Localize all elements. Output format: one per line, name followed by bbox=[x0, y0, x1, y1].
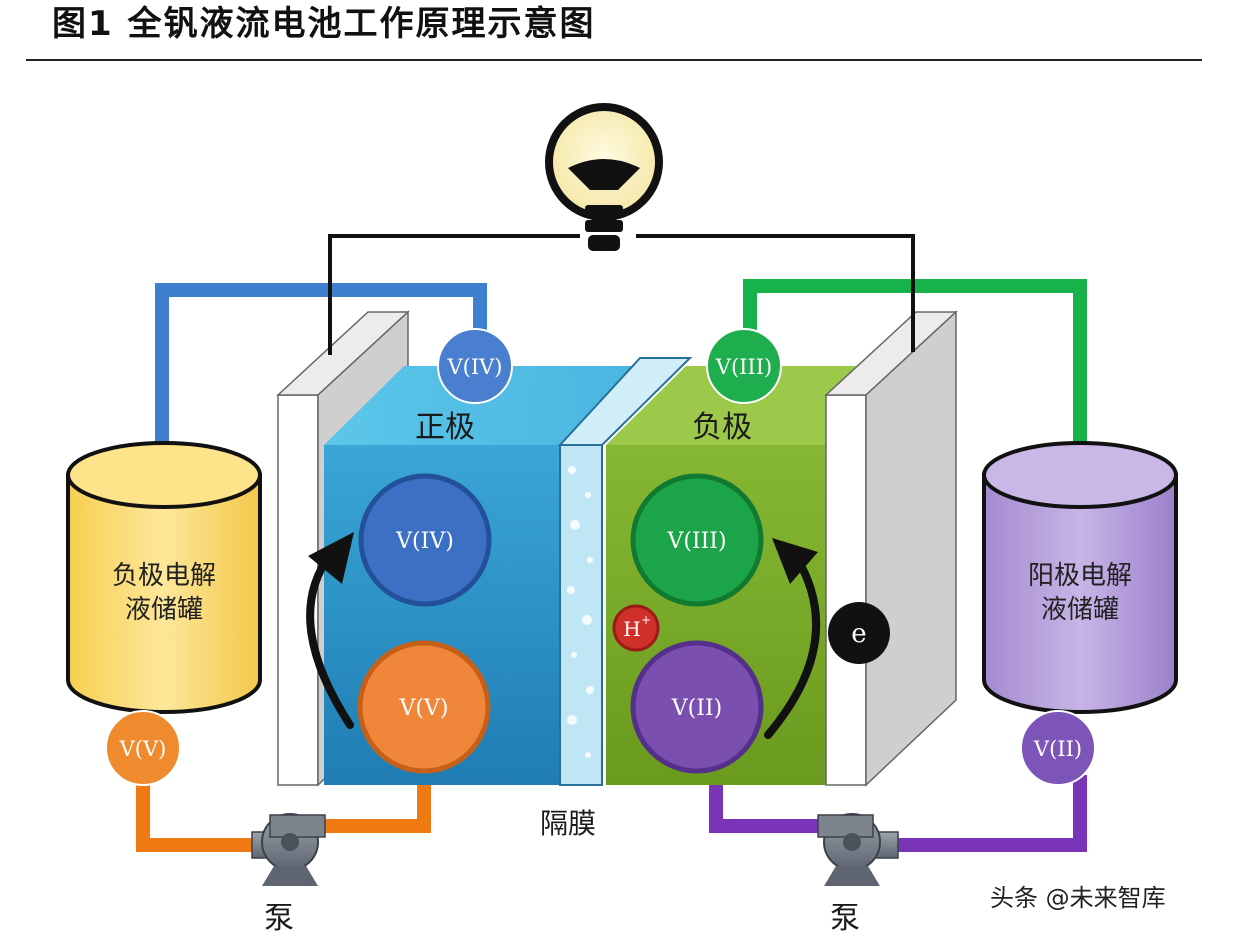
v3-pipe-label: V(III) bbox=[715, 355, 772, 379]
right-tank-label-line2: 液储罐 bbox=[1041, 595, 1119, 625]
v3-cell-label: V(III) bbox=[666, 529, 726, 554]
v4-cell-label: V(IV) bbox=[395, 529, 454, 554]
left-pump-label: 泵 bbox=[264, 901, 294, 936]
v5-pipe-badge bbox=[105, 710, 181, 786]
proton-label: H bbox=[623, 617, 640, 641]
right-pump-icon bbox=[817, 813, 899, 886]
v3-cell-ion bbox=[630, 473, 764, 607]
left-tank-label-line1: 负极电解 bbox=[112, 561, 216, 591]
v2-pipe-label: V(II) bbox=[1033, 737, 1082, 761]
v3-pipe-badge bbox=[706, 328, 782, 404]
negative-electrode-plate bbox=[824, 310, 958, 787]
v5-pipe-label: V(V) bbox=[119, 737, 167, 761]
membrane-label: 隔膜 bbox=[540, 807, 596, 840]
right-tank-label-line1: 阳极电解 bbox=[1028, 561, 1132, 591]
v4-pipe-label: V(IV) bbox=[446, 355, 502, 379]
negative-electrode-label: 负极 bbox=[692, 410, 752, 445]
electron bbox=[828, 602, 890, 664]
orange-pipe bbox=[136, 775, 431, 852]
right-pump-label: 泵 bbox=[830, 901, 860, 936]
electron-label: e bbox=[851, 619, 866, 649]
proton-charge-label: + bbox=[641, 613, 651, 627]
v4-cell-ion bbox=[358, 473, 492, 607]
watermark: 头条 @未来智库 bbox=[990, 884, 1166, 912]
v2-cell-ion bbox=[630, 640, 764, 774]
negative-electrolyte-tank bbox=[66, 441, 262, 714]
positive-reaction-arrow bbox=[306, 532, 354, 729]
negative-reaction-arrow bbox=[764, 538, 821, 739]
left-pump-icon bbox=[251, 813, 326, 886]
v5-cell-ion bbox=[357, 640, 491, 774]
v2-cell-label: V(II) bbox=[671, 696, 722, 721]
proton-ion bbox=[612, 604, 660, 652]
title-rule bbox=[26, 59, 1202, 61]
v5-cell-label: V(V) bbox=[399, 696, 449, 721]
v2-pipe-badge bbox=[1020, 710, 1096, 786]
lightbulb-icon bbox=[545, 103, 663, 251]
membrane bbox=[557, 357, 693, 786]
left-tank-label-line2: 液储罐 bbox=[125, 595, 203, 625]
v4-pipe-badge bbox=[437, 328, 513, 404]
circuit-wire bbox=[328, 234, 915, 355]
positive-electrolyte-tank bbox=[982, 441, 1178, 714]
positive-electrode-label: 正极 bbox=[415, 410, 475, 445]
purple-pipe bbox=[709, 775, 1087, 852]
figure-title: 图1 全钒液流电池工作原理示意图 bbox=[52, 4, 596, 44]
